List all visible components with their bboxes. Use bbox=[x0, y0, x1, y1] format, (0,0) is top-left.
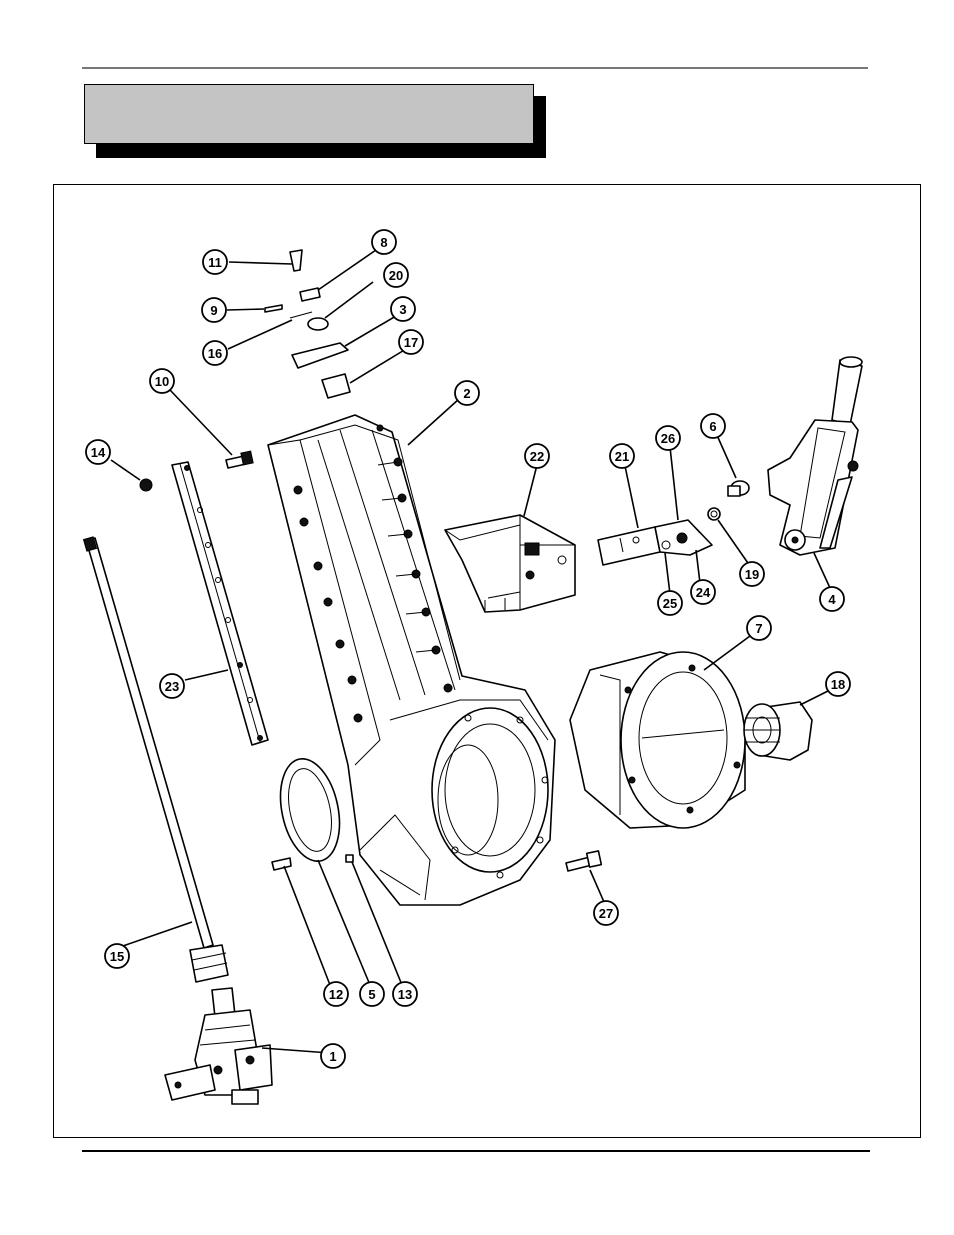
callout-label: 16 bbox=[208, 346, 222, 361]
part-15-feed-screw bbox=[82, 536, 229, 983]
part-11-pin bbox=[289, 249, 303, 272]
callout-14: 14 bbox=[85, 439, 111, 465]
callout-label: 6 bbox=[709, 419, 716, 434]
callout-22: 22 bbox=[524, 443, 550, 469]
part-13-pin bbox=[345, 854, 354, 863]
part-16-pin bbox=[289, 311, 313, 319]
callout-label: 1 bbox=[329, 1049, 336, 1064]
part-18-gear bbox=[743, 701, 813, 761]
callout-label: 27 bbox=[599, 906, 613, 921]
figure-frame bbox=[53, 184, 921, 1138]
callout-18: 18 bbox=[825, 671, 851, 697]
part-7-ring-housing bbox=[569, 651, 746, 829]
part-21-tool-holder bbox=[597, 526, 661, 566]
callout-11: 11 bbox=[202, 249, 228, 275]
callout-label: 18 bbox=[831, 677, 845, 692]
callout-label: 21 bbox=[615, 449, 629, 464]
callout-label: 4 bbox=[828, 592, 836, 607]
part-2-main-housing bbox=[267, 414, 556, 906]
callout-17: 17 bbox=[398, 329, 424, 355]
callout-label: 10 bbox=[155, 374, 169, 389]
callout-16: 16 bbox=[202, 340, 228, 366]
callout-label: 17 bbox=[404, 335, 418, 350]
callout-label: 19 bbox=[745, 567, 759, 582]
callout-13: 13 bbox=[392, 981, 418, 1007]
part-14-nut bbox=[139, 478, 153, 492]
part-24-cutter bbox=[654, 519, 713, 556]
callout-24: 24 bbox=[690, 579, 716, 605]
bottom-rule bbox=[82, 1150, 870, 1152]
callout-label: 13 bbox=[398, 987, 412, 1002]
callout-label: 26 bbox=[661, 431, 675, 446]
callout-1: 1 bbox=[320, 1043, 346, 1069]
callout-label: 12 bbox=[329, 987, 343, 1002]
part-6-bolt bbox=[727, 480, 750, 497]
callout-label: 8 bbox=[380, 235, 387, 250]
part-10-bolt bbox=[225, 450, 254, 469]
callout-label: 5 bbox=[368, 987, 375, 1002]
callout-label: 3 bbox=[399, 302, 406, 317]
callout-5: 5 bbox=[359, 981, 385, 1007]
callout-label: 24 bbox=[696, 585, 711, 600]
callout-26: 26 bbox=[655, 425, 681, 451]
callout-label: 25 bbox=[663, 596, 677, 611]
title-banner bbox=[84, 84, 534, 144]
part-9-pin bbox=[264, 304, 283, 313]
part-17-block bbox=[321, 373, 351, 399]
callout-23: 23 bbox=[159, 673, 185, 699]
part-3-plate bbox=[291, 342, 349, 369]
callout-4: 4 bbox=[819, 586, 845, 612]
top-rule bbox=[82, 67, 868, 69]
callout-label: 9 bbox=[210, 303, 217, 318]
callout-10: 10 bbox=[149, 368, 175, 394]
callout-7: 7 bbox=[746, 615, 772, 641]
part-4-handle-assembly bbox=[767, 356, 863, 556]
callout-19: 19 bbox=[739, 561, 765, 587]
leader-lines bbox=[110, 249, 831, 1054]
callout-label: 22 bbox=[530, 449, 544, 464]
part-22-tool-block bbox=[444, 514, 576, 613]
part-20-washer bbox=[307, 317, 329, 331]
part-23-rail bbox=[171, 461, 269, 746]
callout-label: 23 bbox=[165, 679, 179, 694]
part-19-washer bbox=[707, 507, 721, 521]
callout-label: 2 bbox=[463, 386, 470, 401]
part-12-screw bbox=[271, 857, 292, 871]
callout-6: 6 bbox=[700, 413, 726, 439]
callout-12: 12 bbox=[323, 981, 349, 1007]
part-8-key bbox=[299, 287, 321, 302]
callout-3: 3 bbox=[390, 296, 416, 322]
callout-8: 8 bbox=[371, 229, 397, 255]
callout-15: 15 bbox=[104, 943, 130, 969]
part-27-bolt bbox=[565, 850, 603, 872]
callout-2: 2 bbox=[454, 380, 480, 406]
part-1-gearbox bbox=[164, 987, 273, 1105]
callout-label: 7 bbox=[755, 621, 762, 636]
callout-27: 27 bbox=[593, 900, 619, 926]
callout-label: 14 bbox=[91, 445, 106, 460]
part-5-retainer-ring bbox=[279, 758, 341, 862]
callout-label: 11 bbox=[208, 255, 222, 270]
callout-9: 9 bbox=[201, 297, 227, 323]
callout-25: 25 bbox=[657, 590, 683, 616]
callout-20: 20 bbox=[383, 262, 409, 288]
callout-21: 21 bbox=[609, 443, 635, 469]
callout-label: 15 bbox=[110, 949, 124, 964]
callout-label: 20 bbox=[389, 268, 403, 283]
